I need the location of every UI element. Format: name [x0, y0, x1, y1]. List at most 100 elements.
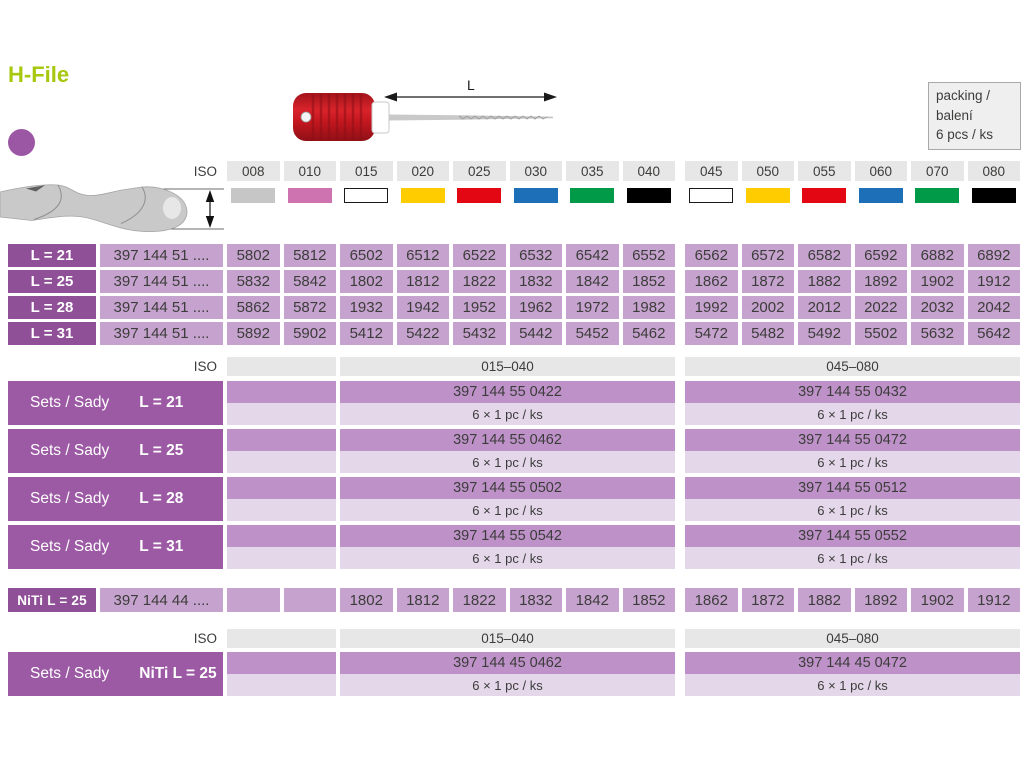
code-cell: 5832	[227, 270, 280, 293]
iso-color-swatch	[513, 187, 558, 203]
table-row-l21: L = 21 397 144 51 .... 5802 5812 6502 65…	[8, 244, 1020, 267]
iso-swatch-row	[8, 185, 1020, 205]
iso-size: 015	[340, 161, 393, 181]
code-cell: 2012	[798, 296, 851, 319]
spacer-cell	[227, 381, 336, 403]
pack-info: 6 × 1 pc / ks	[685, 674, 1020, 696]
pack-info: 6 × 1 pc / ks	[685, 451, 1020, 473]
iso-size: 060	[854, 161, 907, 181]
iso-color-swatch	[802, 187, 847, 203]
pack-info: 6 × 1 pc / ks	[685, 499, 1020, 521]
iso-color-swatch	[745, 187, 790, 203]
category-color-dot	[8, 129, 35, 156]
code-cell: 6512	[396, 244, 449, 267]
code-cell: 5452	[566, 322, 619, 345]
table-row-l25: L = 25 397 144 51 .... 5832 5842 1802 18…	[8, 270, 1020, 293]
iso-color-swatch	[344, 187, 389, 203]
iso-group-045-080: 045–080	[685, 357, 1020, 376]
sets-label: Sets / Sady	[30, 538, 110, 555]
iso-color-swatch	[858, 187, 903, 203]
code-cell: 1942	[396, 296, 449, 319]
iso-color-swatch	[570, 187, 615, 203]
code-cell: 1842	[566, 270, 619, 293]
pack-info: 6 × 1 pc / ks	[340, 403, 675, 425]
code-cell: 2002	[741, 296, 794, 319]
handle-hole	[300, 111, 312, 123]
code-cell: 1902	[911, 270, 964, 293]
iso-label: ISO	[193, 359, 217, 374]
code-cell: 2032	[911, 296, 964, 319]
code-cell: 5842	[283, 270, 336, 293]
code-cell: 1822	[453, 588, 506, 612]
sets-length: L = 25	[139, 442, 184, 459]
code-cell: 1882	[798, 270, 851, 293]
pack-info: 6 × 1 pc / ks	[340, 451, 675, 473]
iso-size: 040	[622, 161, 675, 181]
blade-tip-illustration	[0, 184, 224, 233]
packing-line1: packing / balení	[936, 88, 991, 123]
row-header: NiTi L = 25	[8, 588, 96, 612]
iso-label: ISO	[193, 163, 217, 179]
iso-size: 070	[911, 161, 964, 181]
sets-iso-header: ISO 015–040 045–080	[8, 357, 1020, 376]
catalog-number: 397 144 51 ....	[100, 296, 223, 319]
spacer-cell	[227, 499, 336, 521]
iso-color-swatch	[231, 187, 276, 203]
set-code: 397 144 55 0422	[340, 381, 675, 403]
code-cell: 1822	[453, 270, 506, 293]
spacer-cell	[227, 652, 336, 674]
iso-group-015-040: 015–040	[340, 629, 675, 648]
code-cell: 5422	[396, 322, 449, 345]
set-code: 397 144 45 0462	[340, 652, 675, 674]
code-cell: 1912	[967, 588, 1020, 612]
code-cell: 1982	[622, 296, 675, 319]
code-cell: 5902	[283, 322, 336, 345]
code-cell: 6502	[340, 244, 393, 267]
code-cell: 1832	[509, 270, 562, 293]
code-cell: 1952	[453, 296, 506, 319]
dimension-label: L	[467, 77, 475, 93]
catalog-number: 397 144 44 ....	[100, 588, 223, 612]
sets-label: Sets / Sady	[30, 394, 110, 411]
pack-info: 6 × 1 pc / ks	[685, 547, 1020, 569]
code-cell	[283, 588, 336, 612]
iso-size: 045	[685, 161, 738, 181]
set-code: 397 144 55 0552	[685, 525, 1020, 547]
iso-size: 020	[396, 161, 449, 181]
diameter-arrow	[205, 190, 215, 228]
sets-label: Sets / Sady	[30, 665, 110, 682]
file-illustration: L	[293, 77, 557, 141]
sets-row-header: Sets / Sady L = 21	[8, 381, 223, 425]
spacer-cell	[227, 674, 336, 696]
code-cell: 1862	[685, 588, 738, 612]
spacer-cell	[227, 429, 336, 451]
code-cell: 5862	[227, 296, 280, 319]
code-cell: 5432	[453, 322, 506, 345]
iso-size: 030	[509, 161, 562, 181]
code-cell: 1902	[911, 588, 964, 612]
page-title: H-File	[8, 62, 70, 87]
code-cell: 5642	[967, 322, 1020, 345]
sets-length: L = 21	[139, 394, 184, 411]
code-cell: 6592	[854, 244, 907, 267]
set-code: 397 144 45 0472	[685, 652, 1020, 674]
catalog-number: 397 144 51 ....	[100, 270, 223, 293]
code-cell: 2042	[967, 296, 1020, 319]
iso-size: 080	[967, 161, 1020, 181]
iso-size: 055	[798, 161, 851, 181]
table-row-l31: L = 31 397 144 51 .... 5892 5902 5412 54…	[8, 322, 1020, 345]
blade-shape	[0, 184, 188, 233]
code-cell: 1992	[685, 296, 738, 319]
pack-info: 6 × 1 pc / ks	[340, 499, 675, 521]
iso-size: 035	[566, 161, 619, 181]
set-code: 397 144 55 0542	[340, 525, 675, 547]
code-cell: 1912	[967, 270, 1020, 293]
code-cell: 6542	[566, 244, 619, 267]
iso-group-045-080: 045–080	[685, 629, 1020, 648]
